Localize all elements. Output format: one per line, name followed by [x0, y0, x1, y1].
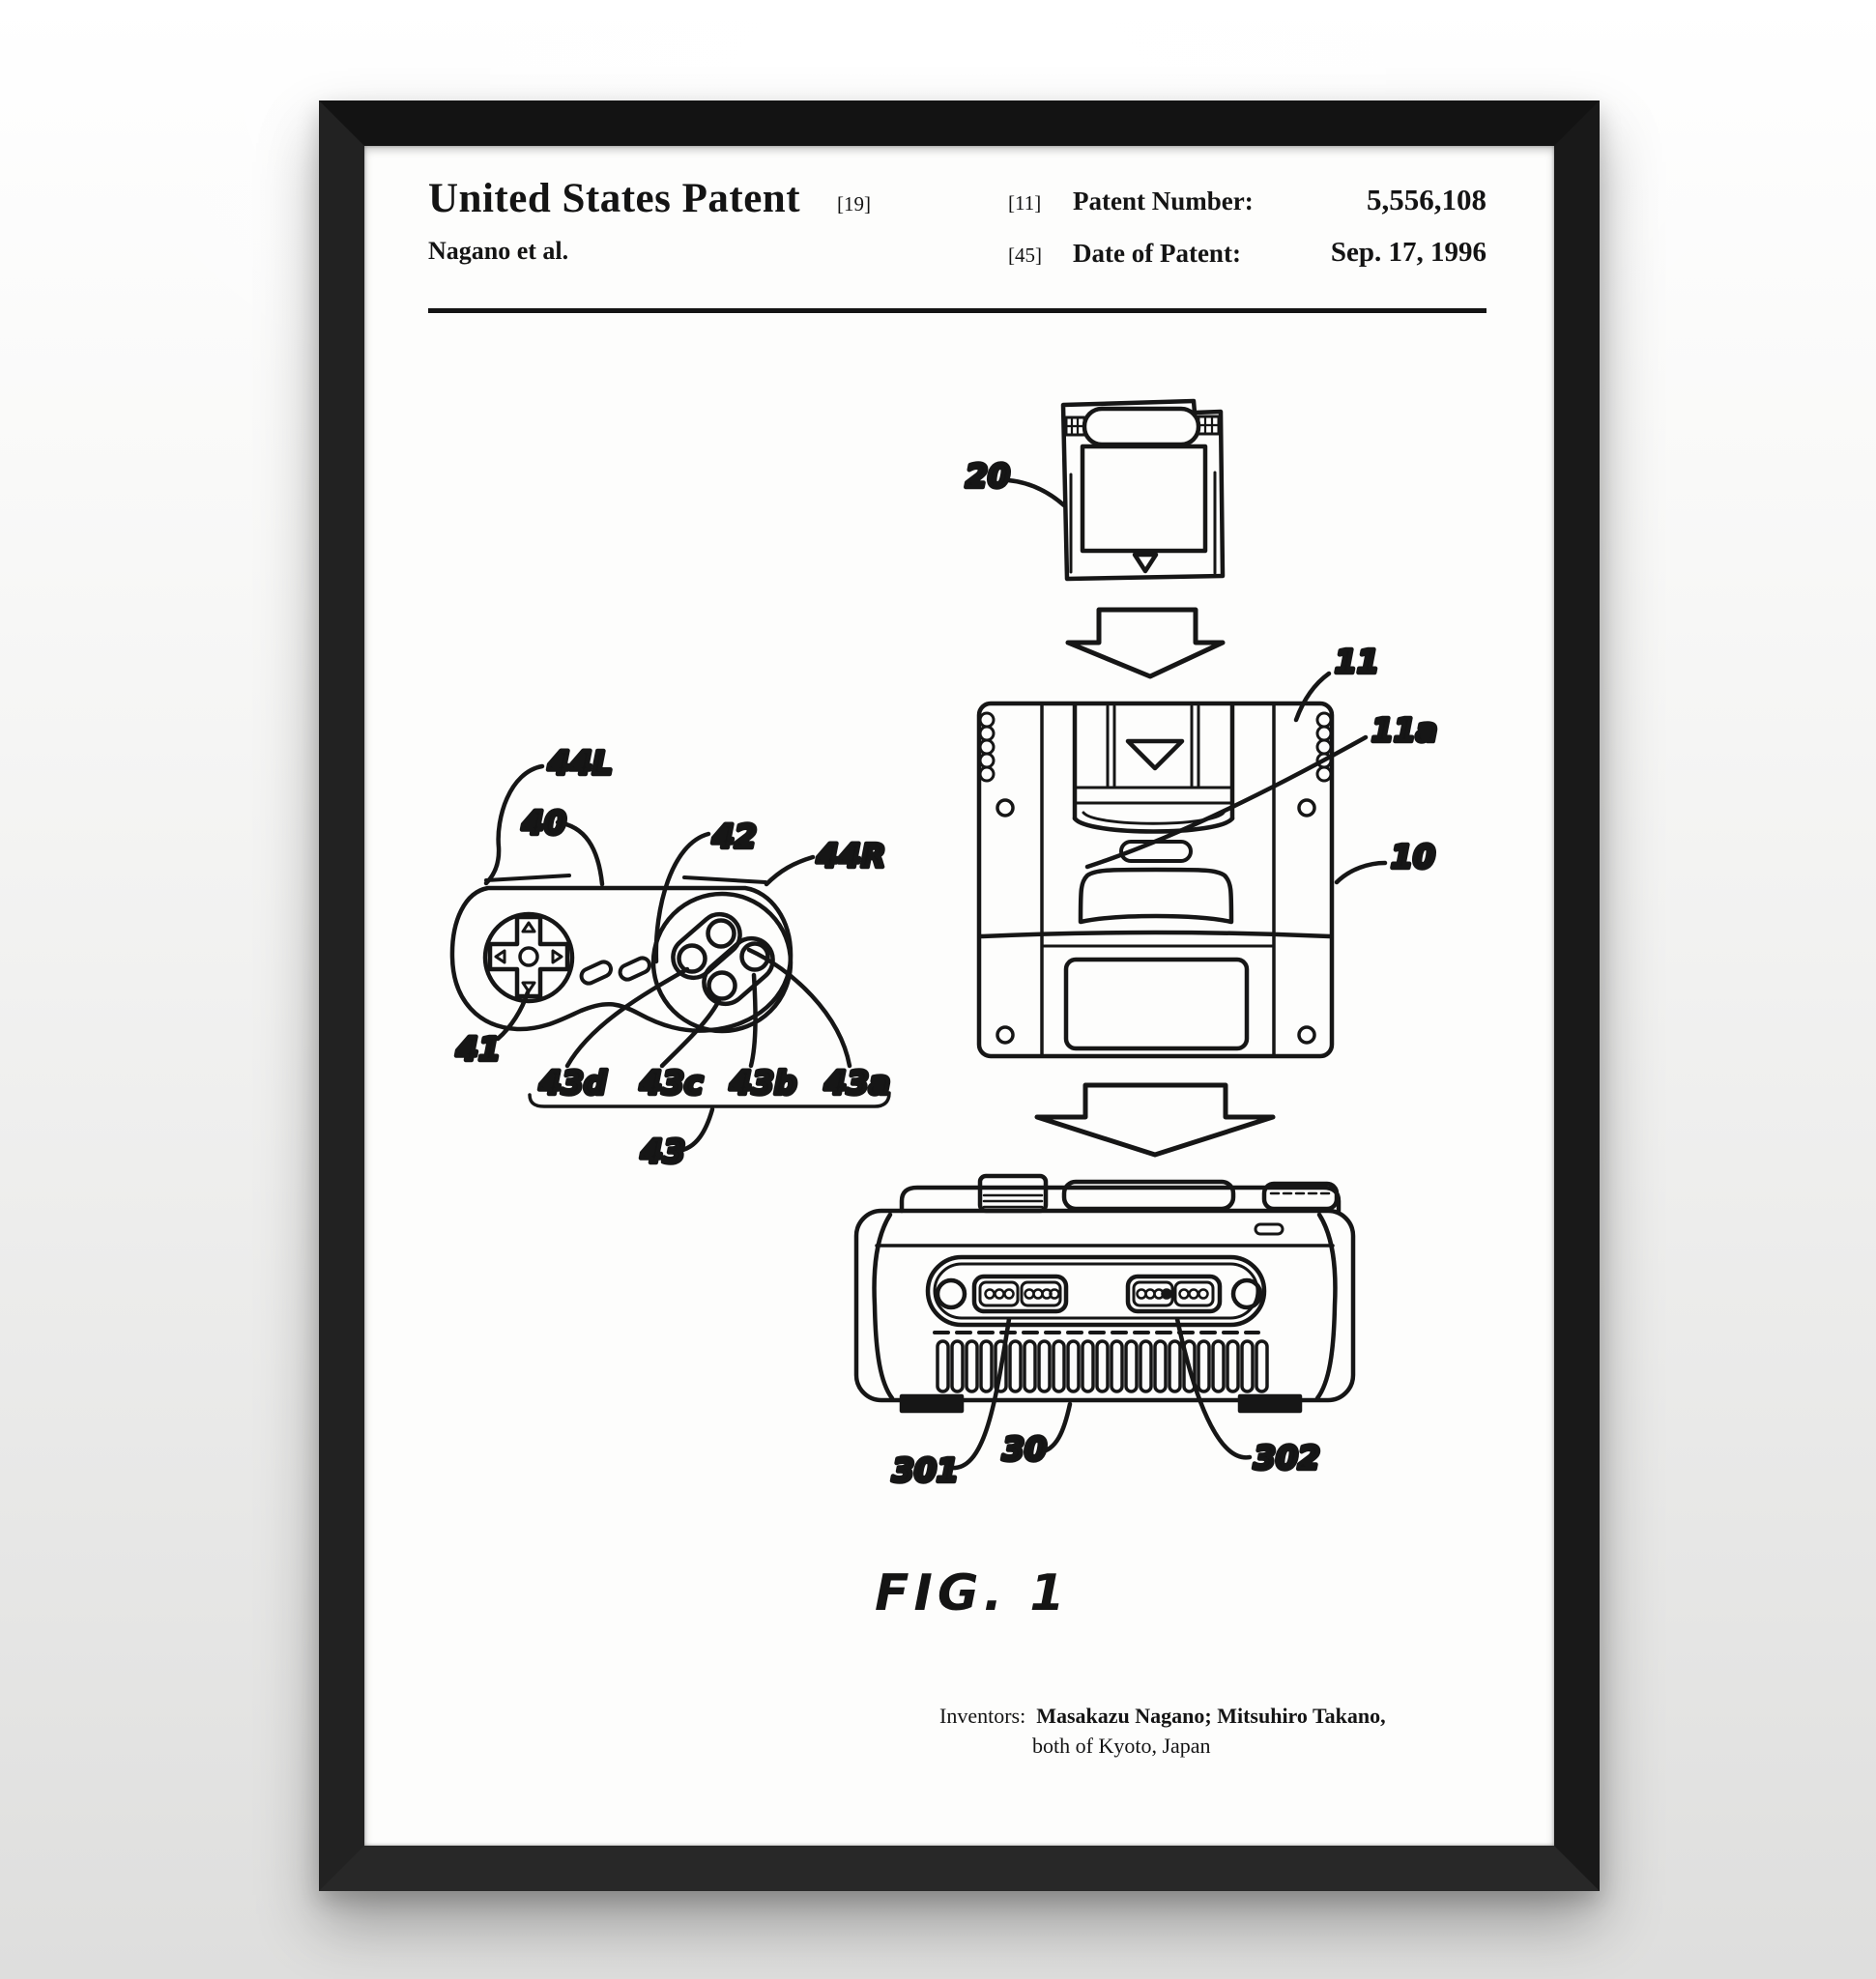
adapter-cartridge-drawing	[976, 671, 1388, 1059]
patent-title-code: [19]	[837, 192, 871, 215]
leader-line-43a	[746, 947, 852, 1069]
ref-label-cartridge: 20	[966, 457, 1010, 495]
leader-line-44L	[483, 763, 545, 886]
game-cartridge-drawing	[1005, 398, 1226, 582]
inventors-line: Inventors: Masakazu Nagano; Mitsuhiro Ta…	[939, 1704, 1386, 1729]
patent-number-code: [11]	[1008, 191, 1042, 215]
ref-label-button-b: 43b	[729, 1064, 797, 1102]
patent-title: United States Patent	[428, 176, 801, 221]
patent-number-label: Patent Number:	[1073, 186, 1254, 215]
console-drawing	[853, 1173, 1356, 1471]
figure-drawing: 20	[449, 398, 1439, 1491]
inventors-names: Masakazu Nagano; Mitsuhiro Takano,	[1036, 1704, 1386, 1728]
figure-caption: FIG. 1	[875, 1564, 1070, 1622]
vent-slots	[936, 1339, 1269, 1393]
leader-line-11	[1293, 671, 1332, 723]
ref-label-shoulder-right: 44R	[816, 837, 885, 875]
ref-label-adapter-slot: 11a	[1371, 711, 1437, 749]
leader-line-44R	[764, 854, 816, 887]
leader-line-10	[1334, 860, 1388, 885]
ref-label-console: 30	[1002, 1430, 1047, 1468]
leader-line-42	[653, 831, 711, 964]
leader-line-43	[675, 1106, 715, 1154]
patent-number-value: 5,556,108	[1367, 183, 1486, 216]
bracket-line-43	[528, 1091, 891, 1108]
header-divider	[428, 308, 1486, 313]
ref-label-button-d: 43d	[538, 1064, 607, 1102]
leader-line-43c	[659, 997, 722, 1069]
inventors-location: both of Kyoto, Japan	[1032, 1734, 1211, 1758]
patent-print-paper: United States Patent [19] [11] Patent Nu…	[364, 146, 1554, 1846]
down-arrow-icon	[1034, 1082, 1276, 1158]
patent-date-label: Date of Patent:	[1073, 239, 1241, 268]
ref-label-controller: 40	[521, 804, 566, 842]
patent-authors: Nagano et al.	[428, 237, 569, 265]
patent-date-value: Sep. 17, 1996	[1330, 237, 1486, 268]
leader-line-30	[1036, 1401, 1073, 1455]
leader-line-11a	[1084, 734, 1369, 870]
ref-label-adapter-body: 10	[1391, 838, 1435, 875]
ref-label-button-a: 43a	[823, 1064, 890, 1102]
ref-label-port-left: 301	[892, 1451, 959, 1489]
ref-label-button-c: 43c	[639, 1064, 704, 1102]
controller-drawing	[449, 763, 891, 1154]
picture-frame: United States Patent [19] [11] Patent Nu…	[319, 100, 1600, 1891]
ref-label-button-group: 43	[640, 1133, 685, 1170]
leader-line-41	[495, 990, 531, 1042]
inventors-label: Inventors:	[939, 1704, 1026, 1728]
leader-line-301	[947, 1316, 1012, 1471]
patent-date-code: [45]	[1008, 244, 1042, 267]
ref-label-adapter: 11	[1335, 643, 1379, 680]
leader-line-20	[1005, 477, 1067, 508]
ref-label-select: 42	[711, 817, 757, 855]
ref-label-dpad: 41	[455, 1030, 501, 1068]
down-arrow-icon	[1065, 607, 1226, 679]
ref-label-shoulder-left: 44L	[547, 744, 613, 782]
leader-line-302	[1174, 1316, 1253, 1460]
leader-line-40	[555, 819, 605, 887]
leader-line-43b	[748, 972, 758, 1069]
leader-line-43d	[564, 966, 690, 1069]
ref-label-port-right: 302	[1254, 1439, 1320, 1477]
